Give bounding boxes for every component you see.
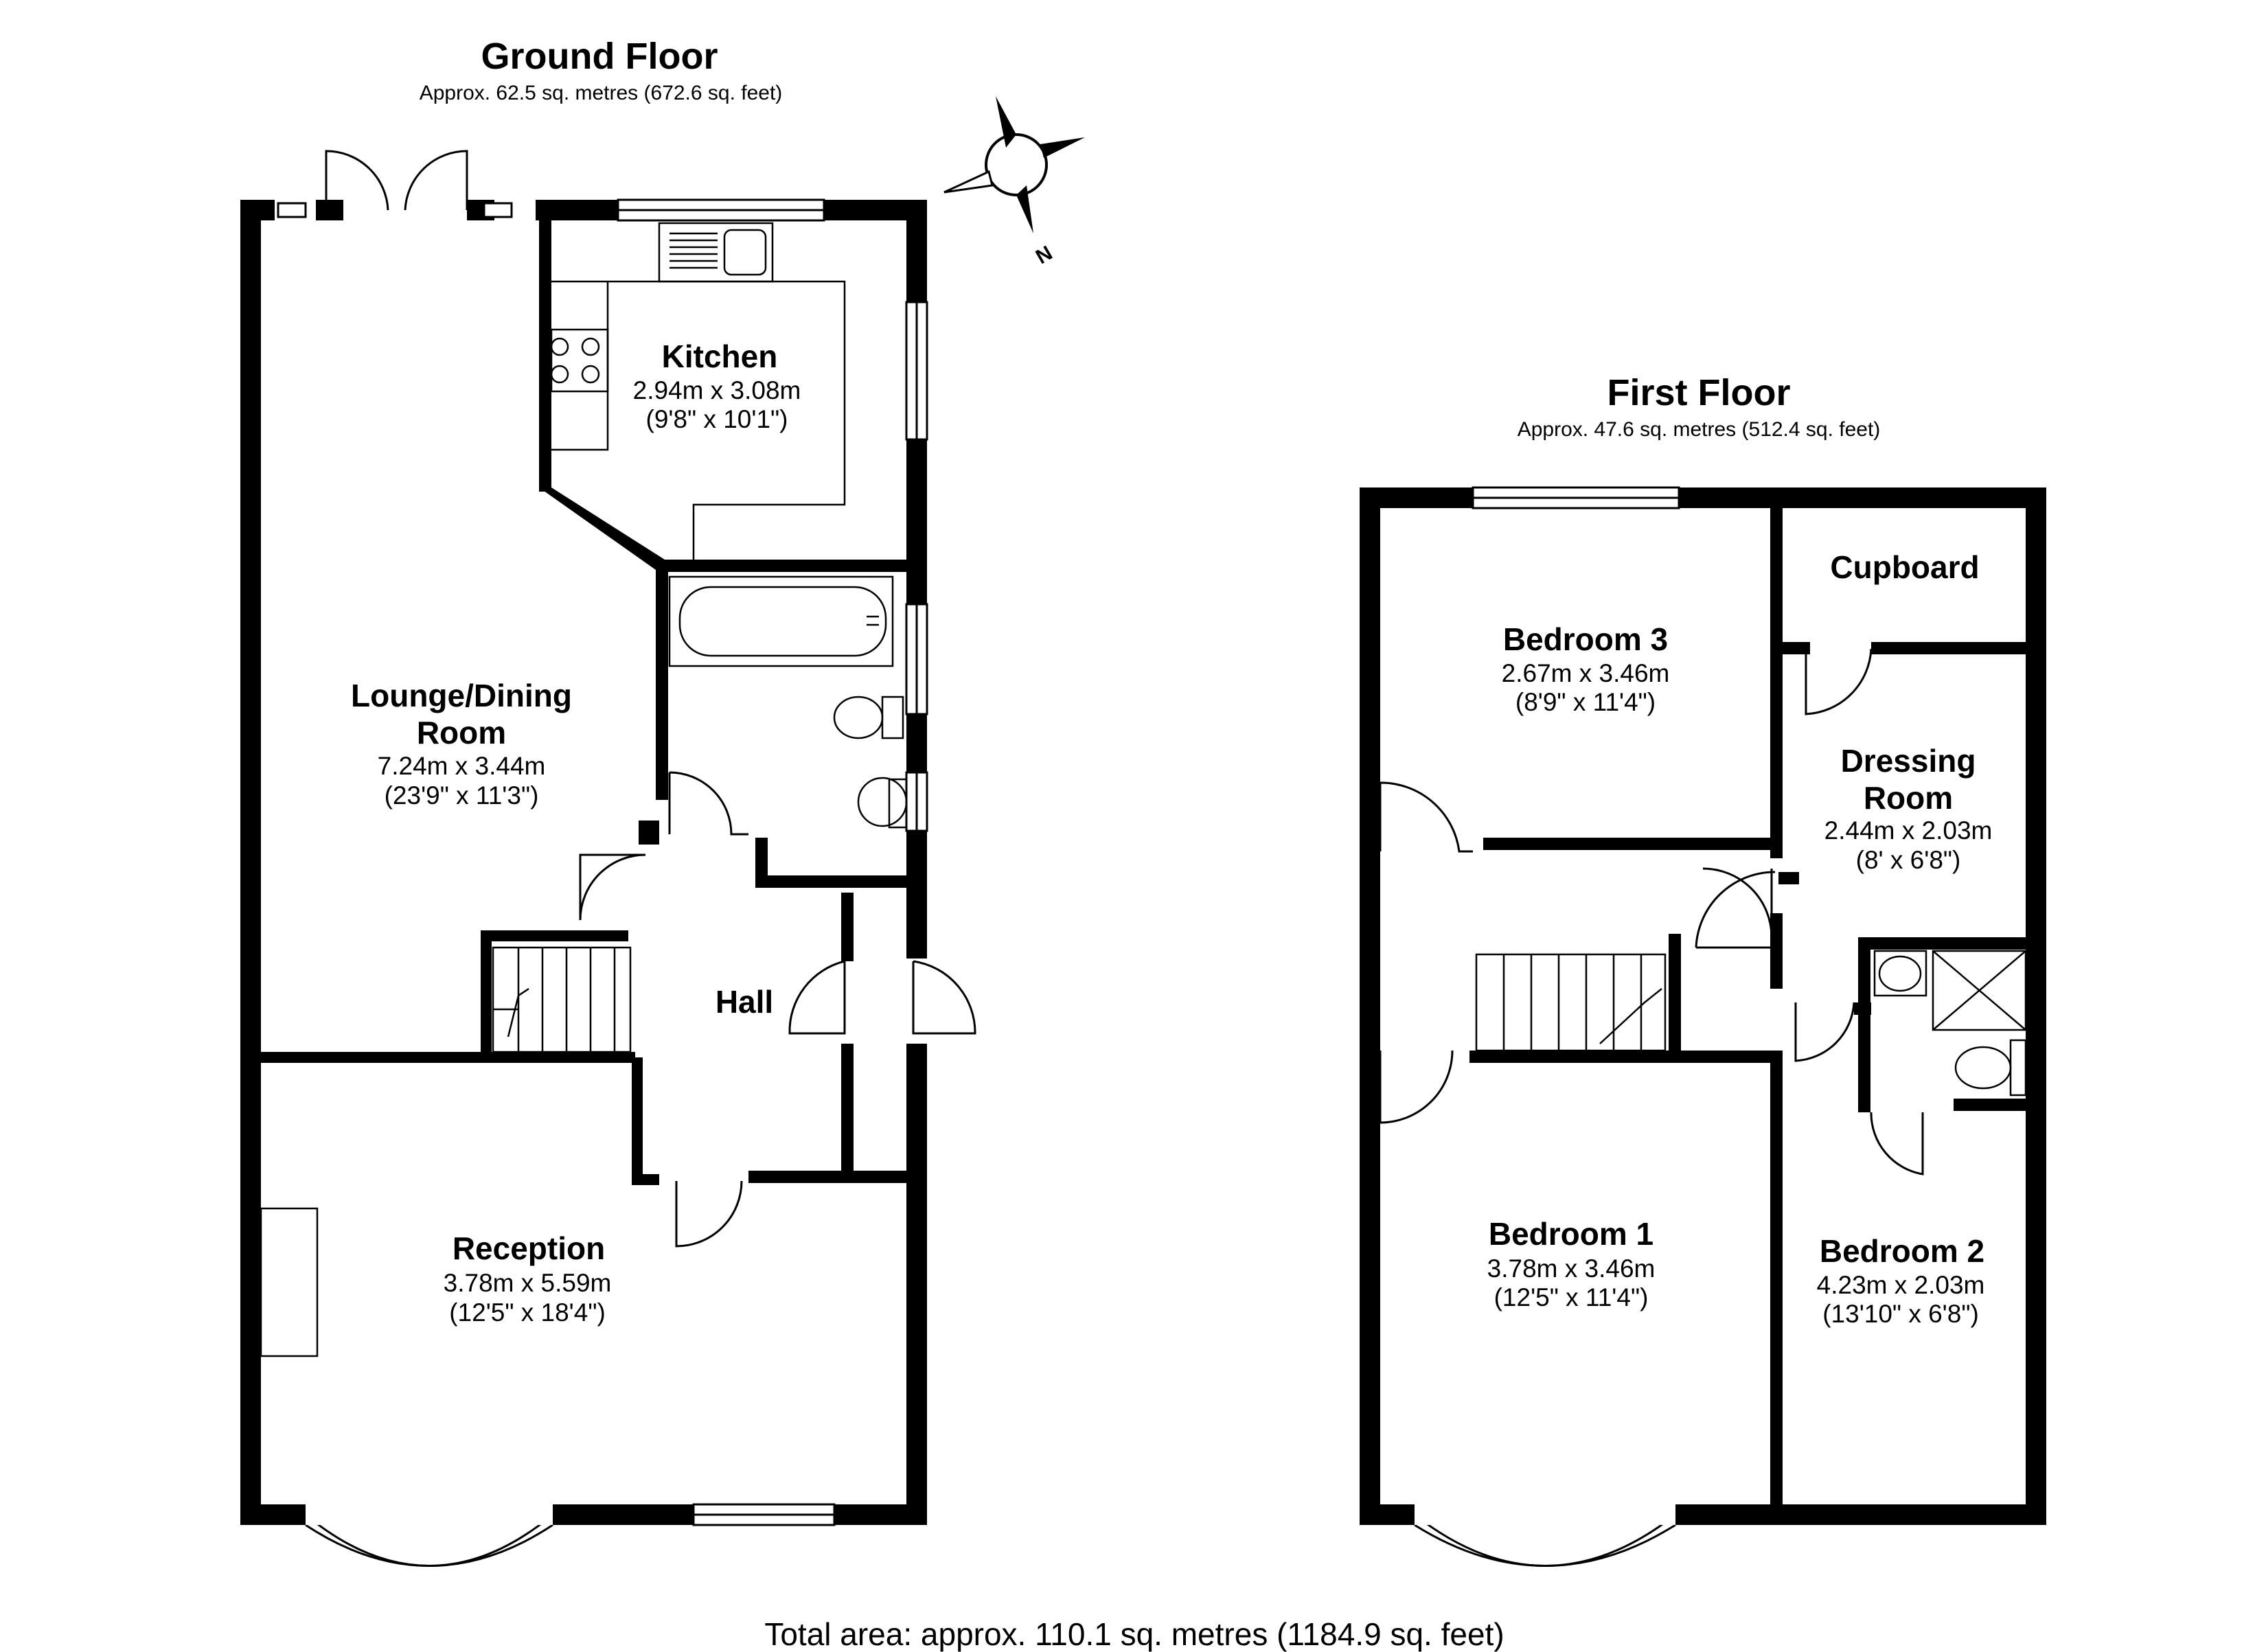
bathroom-fittings	[668, 575, 908, 829]
ground-floor-plan	[240, 150, 976, 1567]
bedroom1-metric: 3.78m x 3.46m	[1487, 1254, 1656, 1283]
ground-floor-title: Ground Floor	[481, 36, 718, 77]
reception-name: Reception	[452, 1230, 606, 1266]
kitchen-name: Kitchen	[661, 339, 778, 374]
reception-metric: 3.78m x 5.59m	[443, 1269, 612, 1297]
first-floor-doors	[1379, 645, 1924, 1175]
first-floor-walls	[1360, 487, 2046, 1525]
kitchen-fittings	[550, 222, 846, 560]
first-floor-area: Approx. 47.6 sq. metres (512.4 sq. feet)	[1517, 418, 1881, 441]
kitchen-metric: 2.94m x 3.08m	[632, 376, 801, 404]
bedroom2-imperial: (13'10" x 6'8")	[1822, 1300, 1979, 1328]
kitchen-imperial: (9'8" x 10'1")	[645, 405, 788, 433]
dressing-name-line1: Dressing	[1840, 743, 1976, 779]
bedroom3-imperial: (8'9" x 11'4")	[1515, 688, 1656, 716]
ground-floor-stairs	[492, 946, 632, 1053]
bedroom3-metric: 2.67m x 3.46m	[1501, 659, 1670, 687]
bedroom1-name: Bedroom 1	[1488, 1216, 1654, 1252]
reception-imperial: (12'5" x 18'4")	[449, 1298, 606, 1327]
cupboard-name: Cupboard	[1830, 549, 1980, 585]
ensuite-fittings	[1873, 950, 2027, 1097]
lounge-imperial: (23'9" x 11'3")	[384, 781, 539, 810]
reception-fireplace	[260, 1207, 319, 1357]
first-floor-title: First Floor	[1607, 372, 1791, 413]
ground-floor-windows	[277, 198, 928, 1526]
bedroom2-name: Bedroom 2	[1819, 1233, 1985, 1269]
hall-name: Hall	[715, 984, 774, 1020]
lounge-name-line1: Lounge/Dining	[351, 678, 572, 713]
lounge-name-line2: Room	[416, 715, 507, 750]
ground-floor-area: Approx. 62.5 sq. metres (672.6 sq. feet)	[419, 82, 783, 104]
dressing-name-line2: Room	[1863, 780, 1954, 816]
total-area: Total area: approx. 110.1 sq. metres (11…	[764, 1616, 1504, 1652]
first-floor-plan	[1360, 486, 2046, 1567]
bedroom2-metric: 4.23m x 2.03m	[1816, 1271, 1985, 1299]
first-floor-windows	[1472, 486, 1680, 509]
bedroom1-imperial: (12'5" x 11'4")	[1494, 1283, 1649, 1311]
compass-rose	[943, 96, 1085, 233]
dressing-imperial: (8' x 6'8")	[1855, 846, 1961, 874]
bedroom3-name: Bedroom 3	[1502, 621, 1669, 657]
ground-floor-doors	[325, 150, 976, 1248]
lounge-metric: 7.24m x 3.44m	[377, 752, 546, 780]
dressing-metric: 2.44m x 2.03m	[1824, 816, 1993, 845]
first-floor-stairs	[1475, 953, 1667, 1052]
